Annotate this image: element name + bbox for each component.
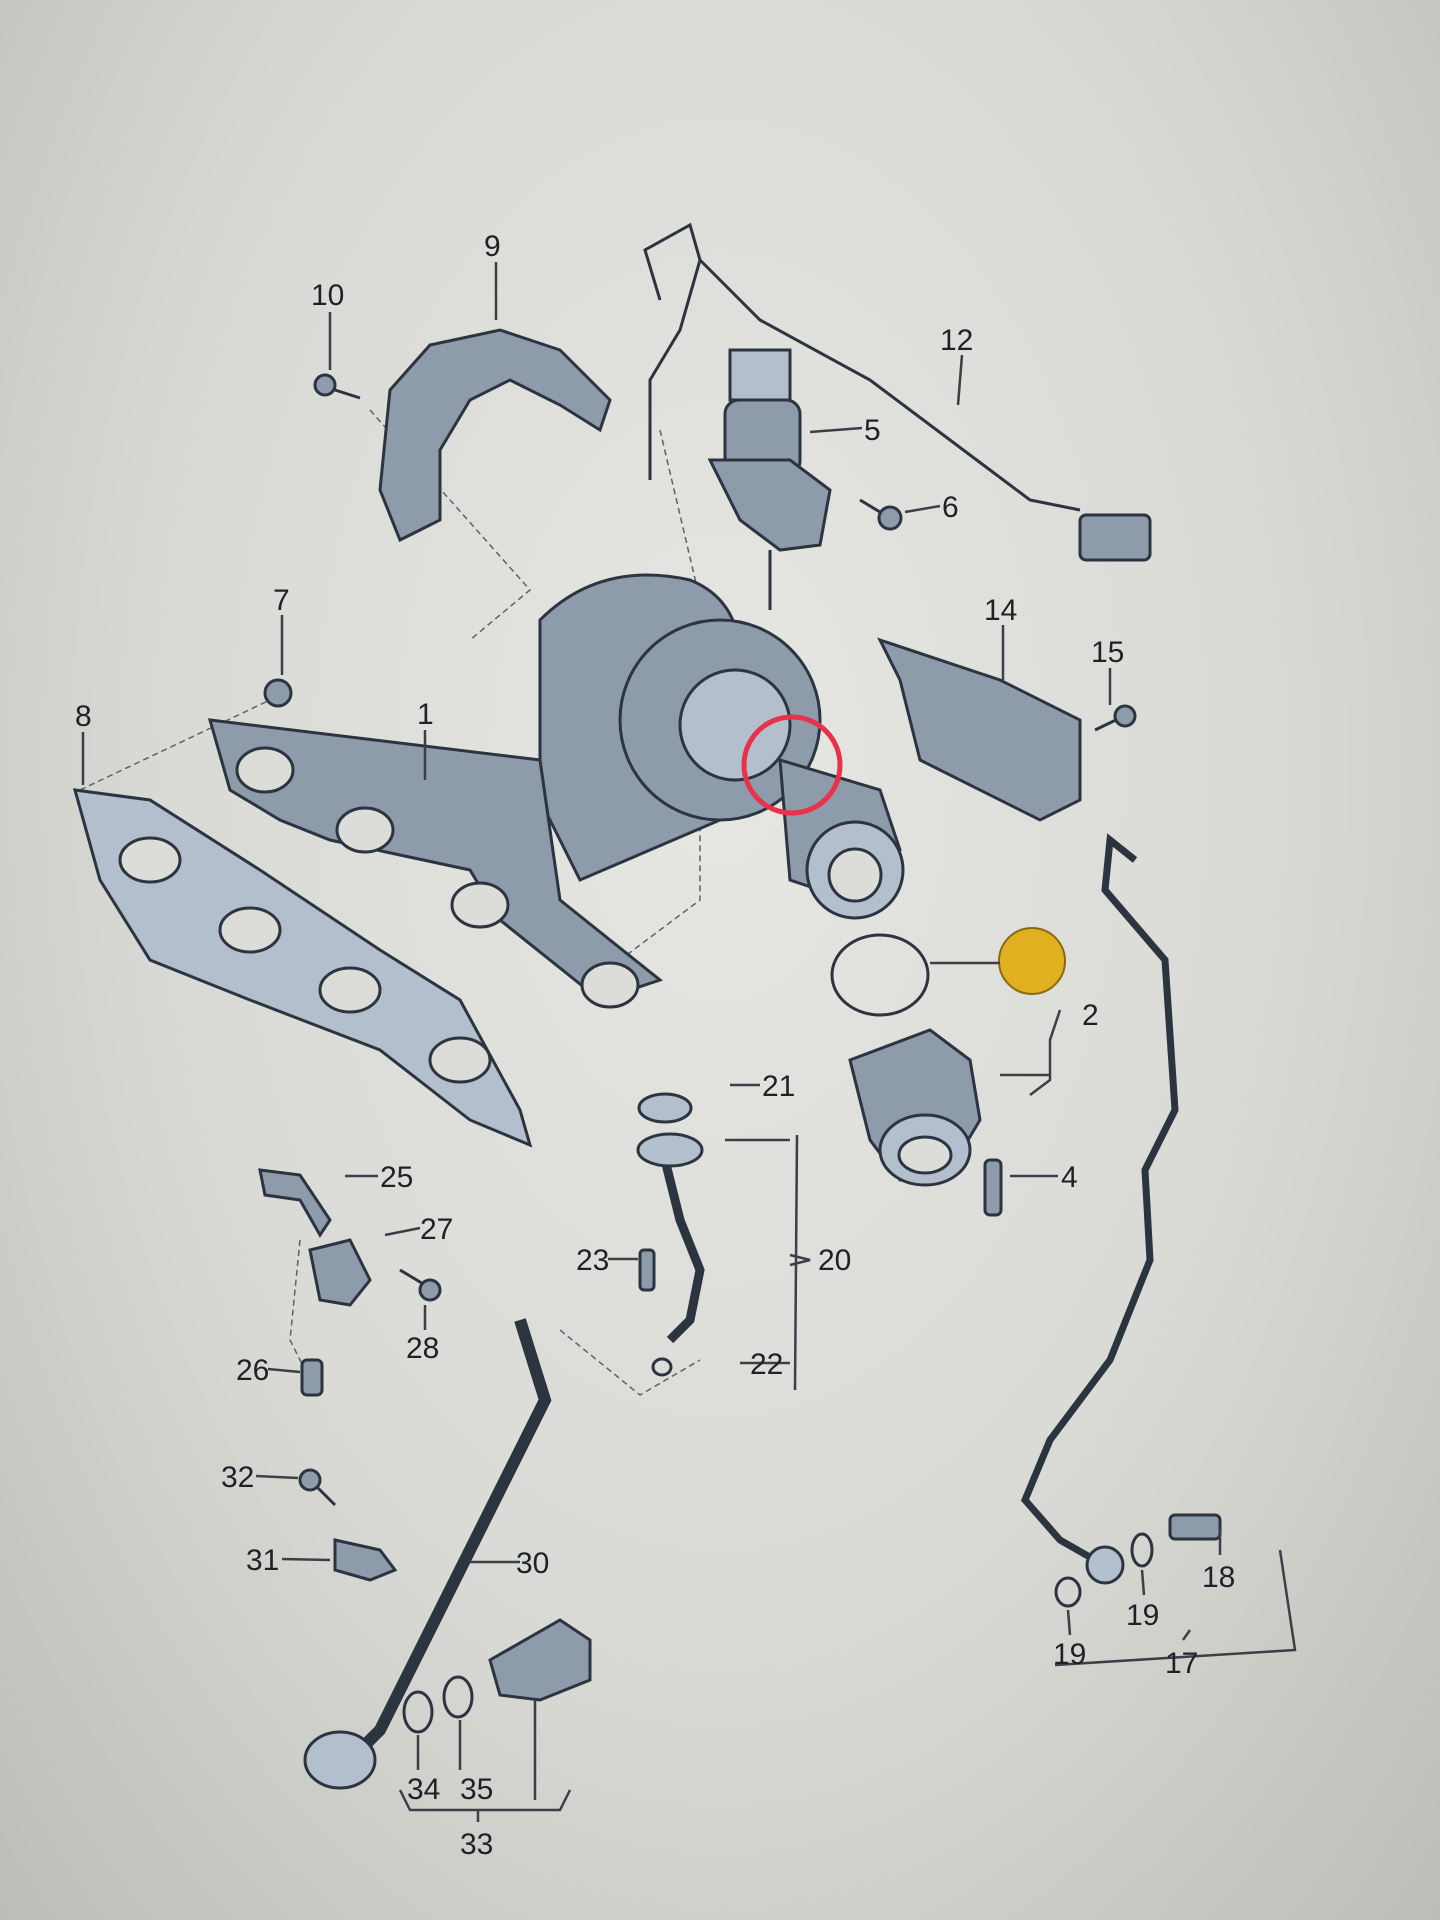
heat-shield-9[interactable] — [378, 328, 612, 543]
label-25: 25 — [380, 1161, 413, 1194]
bolt-32[interactable] — [298, 1468, 337, 1507]
label-35: 35 — [460, 1773, 493, 1806]
washer-19-b[interactable] — [1054, 1576, 1082, 1608]
bolt-28[interactable] — [399, 1268, 442, 1302]
washer-34[interactable] — [402, 1690, 434, 1734]
bolt-26[interactable] — [300, 1358, 324, 1397]
label-17: 17 — [1165, 1647, 1198, 1680]
label-19-a: 19 — [1126, 1599, 1159, 1632]
label-18: 18 — [1202, 1561, 1235, 1594]
bolt-10[interactable] — [313, 373, 361, 400]
red-circle-annotation — [741, 714, 843, 816]
label-20: 20 — [818, 1244, 851, 1277]
connector-12[interactable] — [1078, 513, 1152, 562]
label-2: 2 — [1082, 999, 1099, 1032]
label-31: 31 — [246, 1544, 279, 1577]
bolt-6[interactable] — [859, 498, 903, 531]
label-1: 1 — [417, 698, 434, 731]
oil-return-pipe-20[interactable] — [660, 1158, 705, 1344]
banjo-17[interactable] — [1085, 1545, 1125, 1585]
label-28: 28 — [406, 1332, 439, 1365]
part-labels: 9 10 12 5 6 7 14 15 8 1 2 21 4 25 27 20 … — [75, 230, 1235, 1861]
exhaust-manifold-1[interactable] — [207, 718, 664, 1009]
bolt-18[interactable] — [1168, 1513, 1222, 1541]
gasket-21[interactable] — [637, 1092, 693, 1124]
label-12: 12 — [940, 324, 973, 357]
sensor-wire-12[interactable] — [643, 222, 1081, 512]
clamp-27[interactable] — [308, 1238, 372, 1307]
pipe-eye-30[interactable] — [303, 1730, 377, 1790]
bolt-15[interactable] — [1094, 704, 1137, 732]
label-6: 6 — [942, 491, 959, 524]
label-14: 14 — [984, 594, 1017, 627]
gasket-8[interactable] — [72, 788, 533, 1148]
label-33: 33 — [460, 1828, 493, 1861]
label-8: 8 — [75, 700, 92, 733]
washer-19-a[interactable] — [1130, 1532, 1154, 1568]
oil-pipe-30[interactable] — [335, 1318, 552, 1775]
o-ring[interactable] — [830, 933, 930, 1017]
label-7: 7 — [273, 584, 290, 617]
nut-7[interactable] — [263, 678, 293, 708]
yellow-highlight — [998, 927, 1066, 995]
washer-35[interactable] — [442, 1675, 474, 1719]
label-22: 22 — [750, 1348, 783, 1381]
outlet-elbow-2[interactable] — [848, 1028, 982, 1187]
bolt-23[interactable] — [638, 1248, 656, 1292]
label-4: 4 — [1061, 1161, 1078, 1194]
flange-20[interactable] — [636, 1132, 704, 1168]
o-ring-22[interactable] — [651, 1357, 673, 1377]
label-15: 15 — [1091, 636, 1124, 669]
label-34: 34 — [407, 1773, 440, 1806]
clamp-31[interactable] — [333, 1538, 398, 1582]
label-21: 21 — [762, 1070, 795, 1103]
label-26: 26 — [236, 1354, 269, 1387]
label-27: 27 — [420, 1213, 453, 1246]
heat-shield-14[interactable] — [877, 637, 1082, 822]
label-10: 10 — [311, 279, 344, 312]
banjo-bolt-33[interactable] — [488, 1618, 592, 1702]
label-19-b: 19 — [1053, 1638, 1086, 1671]
oil-supply-pipe-17[interactable] — [1020, 833, 1179, 1564]
label-30: 30 — [516, 1547, 549, 1580]
gasket-8-holes — [118, 836, 492, 1084]
actuator-5[interactable] — [707, 348, 832, 610]
bolt-4[interactable] — [983, 1158, 1003, 1217]
leader-lines — [81, 262, 1297, 1822]
turbocharger-1[interactable] — [538, 573, 905, 920]
label-32: 32 — [221, 1461, 254, 1494]
label-5: 5 — [864, 414, 881, 447]
label-9: 9 — [484, 230, 501, 263]
bracket-25[interactable] — [258, 1168, 332, 1238]
label-23: 23 — [576, 1244, 609, 1277]
